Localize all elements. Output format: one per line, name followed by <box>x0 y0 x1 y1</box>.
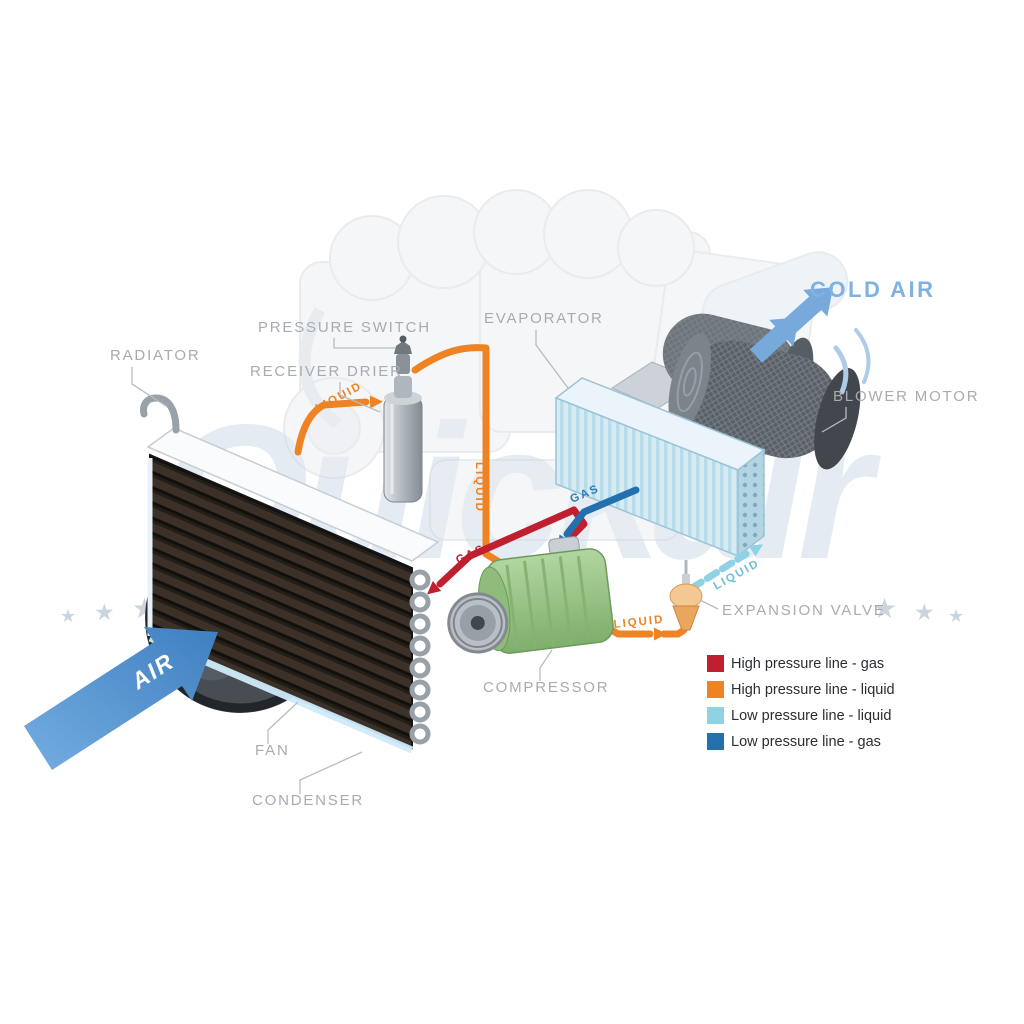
watermark-stars: ★ ★ ★ ★ ★ ★ <box>60 593 964 626</box>
legend-swatch-low-gas <box>707 733 724 750</box>
leader-line <box>539 649 553 681</box>
radiator-label: RADIATOR <box>110 347 201 364</box>
legend-label: Low pressure line - gas <box>731 734 881 750</box>
blower-motor-front <box>668 333 861 470</box>
fan-label: FAN <box>255 742 290 759</box>
star-icon: ★ <box>94 599 115 625</box>
legend-swatch-low-liquid <box>707 707 724 724</box>
evaporator <box>554 377 766 558</box>
refrigerant-lines <box>294 344 764 641</box>
high-pressure-liquid-line <box>411 344 654 638</box>
arrowhead <box>427 581 442 595</box>
compressor <box>447 536 614 654</box>
pressure-switch <box>394 335 412 374</box>
cold-air-arrow <box>749 317 800 363</box>
high-pressure-liquid-line <box>294 398 370 456</box>
low-pressure-gas-line <box>563 486 640 538</box>
high-pressure-gas-line <box>436 506 588 588</box>
compressor-label: COMPRESSOR <box>483 679 609 696</box>
leader-line <box>699 599 719 610</box>
legend-swatch-high-gas <box>707 655 724 672</box>
legend-label: High pressure line - gas <box>731 656 884 672</box>
leader-line <box>821 407 847 433</box>
star-icon: ★ <box>948 606 964 626</box>
legend-swatch-high-liquid <box>707 681 724 698</box>
expansion-valve-label: EXPANSION VALVE <box>722 602 886 619</box>
legend-item-high-liquid: High pressure line - liquid <box>707 681 895 698</box>
legend: High pressure line - gas High pressure l… <box>707 655 895 750</box>
radiator <box>140 394 440 562</box>
cold-air-arrow <box>783 287 834 333</box>
blower-motor-label: BLOWER MOTOR <box>833 388 979 405</box>
legend-item-high-gas: High pressure line - gas <box>707 655 884 672</box>
arrowhead <box>748 544 764 557</box>
arrowhead <box>369 395 383 409</box>
legend-label: High pressure line - liquid <box>731 682 895 698</box>
pressure-switch-label: PRESSURE SWITCH <box>258 319 431 336</box>
liquid-line-label: LIQUID <box>473 462 485 513</box>
receiver-drier-label: RECEIVER DRIER <box>250 363 403 380</box>
star-icon: ★ <box>914 599 935 625</box>
liquid-line-label: LIQUID <box>613 614 665 631</box>
component-labels: RADIATOR PRESSURE SWITCH RECEIVER DRIER … <box>110 310 979 809</box>
star-icon: ★ <box>60 606 76 626</box>
legend-item-low-gas: Low pressure line - gas <box>707 733 881 750</box>
receiver-drier <box>383 335 423 503</box>
legend-item-low-liquid: Low pressure line - liquid <box>707 707 891 724</box>
airflow-swoosh <box>833 345 849 395</box>
leader-line <box>535 330 569 389</box>
leader-line <box>131 367 167 407</box>
airflow-swoosh <box>854 328 871 384</box>
leader-line <box>267 701 299 744</box>
low-pressure-liquid-line <box>688 550 750 592</box>
legend-label: Low pressure line - liquid <box>731 708 891 724</box>
leader-line <box>339 382 381 413</box>
cold-air: COLD AIR <box>749 277 936 363</box>
star-icon: ★ <box>872 593 897 624</box>
evaporator-label: EVAPORATOR <box>484 310 604 327</box>
high-pressure-liquid-line <box>660 626 688 638</box>
compressor-pulley <box>447 592 509 654</box>
cold-air-label: COLD AIR <box>810 277 936 302</box>
air-arrow: AIR <box>24 627 218 770</box>
leader-line <box>299 751 363 794</box>
expansion-valve <box>669 560 703 631</box>
condenser-label: CONDENSER <box>252 792 364 809</box>
leader-line <box>333 338 395 349</box>
